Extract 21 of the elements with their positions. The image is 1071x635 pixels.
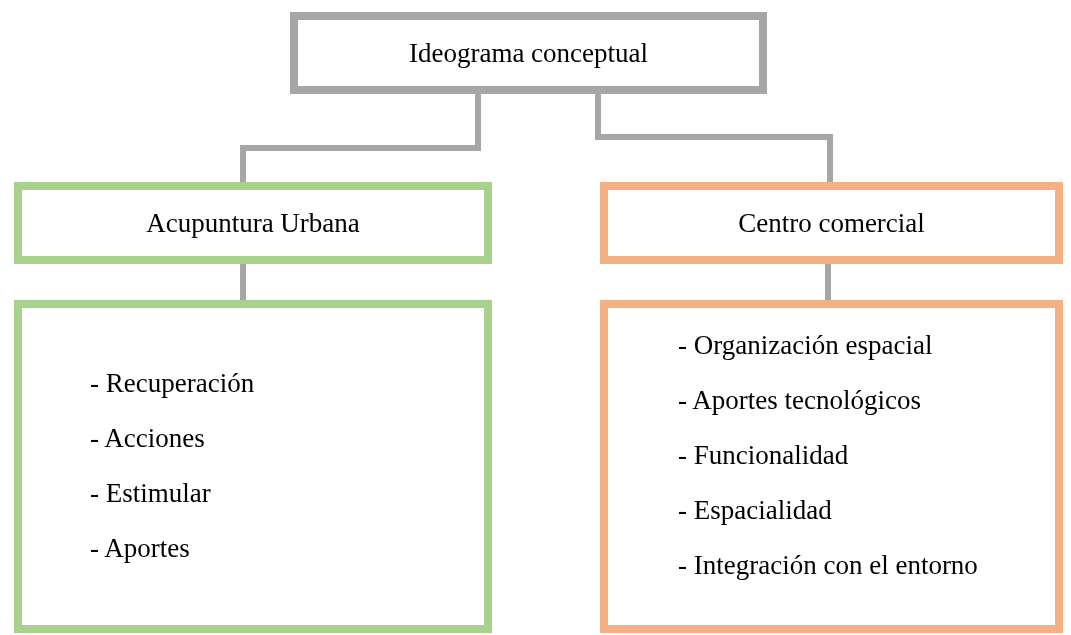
concept-box xyxy=(14,182,492,264)
list-item: - Integración con el entorno xyxy=(678,552,978,579)
list-item: - Acciones xyxy=(90,425,205,452)
list-box xyxy=(14,300,492,633)
list-item: - Organización espacial xyxy=(678,332,933,359)
box-title: Acupuntura Urbana xyxy=(146,209,360,237)
box-title: Centro comercial xyxy=(738,209,925,237)
connector-line xyxy=(240,94,481,182)
list-item: - Recuperación xyxy=(90,370,255,397)
list-item: - Aportes xyxy=(90,535,190,562)
list-item: - Espacialidad xyxy=(678,497,832,524)
list-item: - Aportes tecnológicos xyxy=(678,387,921,414)
connector-line xyxy=(240,264,246,300)
concept-box xyxy=(290,12,767,94)
list-item: - Estimular xyxy=(90,480,211,507)
connector-line xyxy=(595,94,833,182)
list-item: - Funcionalidad xyxy=(678,442,849,469)
concept-box xyxy=(600,182,1063,264)
box-title: Ideograma conceptual xyxy=(408,39,649,67)
list-box xyxy=(600,300,1063,633)
connector-line xyxy=(825,264,831,300)
